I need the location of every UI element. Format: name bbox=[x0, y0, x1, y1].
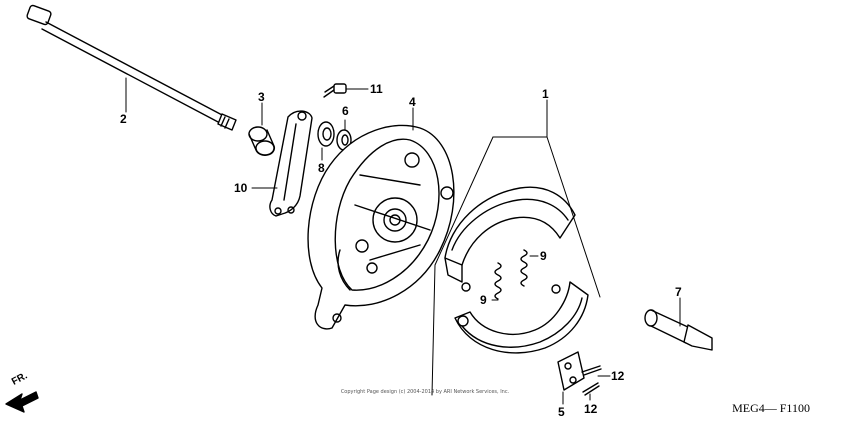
bolt-part bbox=[323, 83, 347, 98]
copyright-notice: Copyright Page design (c) 2004-2014 by A… bbox=[340, 389, 510, 395]
callout-11: 11 bbox=[370, 82, 383, 96]
direction-arrow-icon bbox=[5, 391, 39, 413]
group-bracket bbox=[431, 99, 601, 396]
callout-1: 1 bbox=[542, 87, 549, 101]
callout-5: 5 bbox=[558, 405, 565, 419]
callout-2: 2 bbox=[120, 112, 127, 126]
brake-panel-part bbox=[307, 124, 455, 330]
brake-shoe-lower-part bbox=[454, 281, 589, 354]
axle-part bbox=[26, 4, 237, 131]
callout-9-lower: 9 bbox=[480, 293, 487, 307]
callout-4: 4 bbox=[409, 95, 416, 109]
spring-part-b bbox=[520, 249, 528, 287]
callout-3: 3 bbox=[258, 90, 265, 104]
seal-part bbox=[317, 121, 335, 147]
callout-9-upper: 9 bbox=[540, 249, 547, 263]
clip-part-b bbox=[582, 382, 600, 396]
callout-7: 7 bbox=[675, 285, 682, 299]
brake-shoe-upper-part bbox=[444, 186, 576, 292]
leader-lines bbox=[125, 77, 681, 405]
clip-part-a bbox=[581, 365, 602, 376]
brake-arm-part bbox=[269, 110, 313, 217]
spring-part-a bbox=[494, 262, 502, 300]
collar-part bbox=[248, 126, 276, 156]
brake-cam-part bbox=[644, 309, 713, 351]
diagram-code: MEG4— F1100 bbox=[732, 401, 810, 415]
callout-6: 6 bbox=[342, 104, 349, 118]
callout-8: 8 bbox=[318, 161, 325, 175]
callout-10: 10 bbox=[234, 181, 248, 195]
callout-12-upper: 12 bbox=[611, 369, 625, 383]
plate-part bbox=[557, 351, 585, 391]
callout-12-lower: 12 bbox=[584, 402, 598, 416]
